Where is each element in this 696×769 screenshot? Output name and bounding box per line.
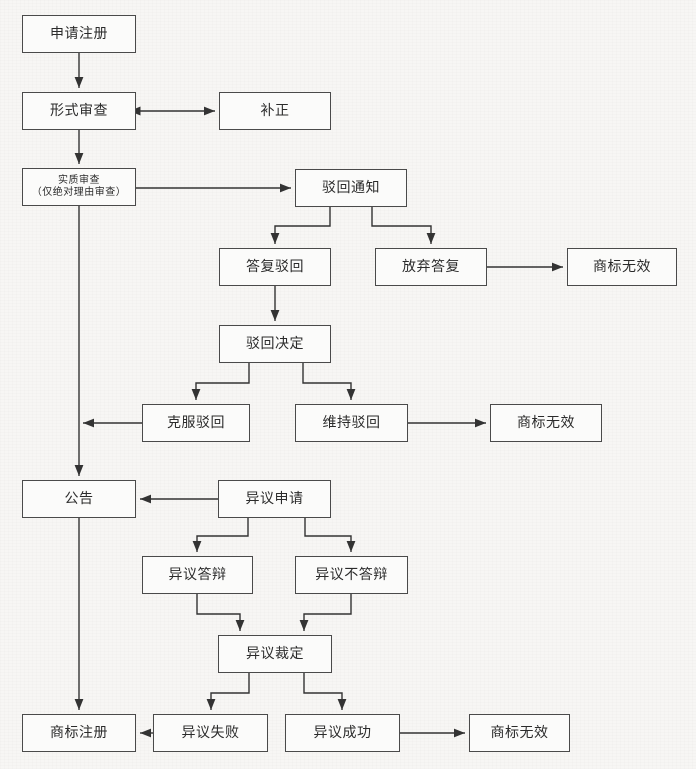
flow-node-register[interactable]: 商标注册 [22,714,136,752]
flow-node-opposition[interactable]: 异议申请 [218,480,331,518]
flow-node-invalid_2[interactable]: 商标无效 [490,404,602,442]
flow-node-maintain[interactable]: 维持驳回 [295,404,408,442]
flow-edge [192,518,249,552]
flow-node-opp_success[interactable]: 异议成功 [285,714,400,752]
flow-node-substantive[interactable]: 实质审查 （仅绝对理由审查） [22,168,136,206]
flow-edge [302,363,356,400]
flow-edge [191,363,250,400]
flow-edge [303,673,347,710]
flow-node-formal[interactable]: 形式审查 [22,92,136,130]
flow-node-announce[interactable]: 公告 [22,480,136,518]
flow-edge [371,207,436,244]
flow-node-invalid_1[interactable]: 商标无效 [567,248,677,286]
flow-node-opp_reply[interactable]: 异议答辩 [142,556,253,594]
flow-edge [206,673,250,710]
flow-node-opp_ruling[interactable]: 异议裁定 [218,635,332,673]
flow-node-apply[interactable]: 申请注册 [22,15,136,53]
flow-edge [196,594,245,631]
flow-node-reject_dec[interactable]: 驳回决定 [219,325,331,363]
flow-node-invalid_3[interactable]: 商标无效 [469,714,570,752]
flow-node-reject_note[interactable]: 驳回通知 [295,169,407,207]
flow-node-overcome[interactable]: 克服驳回 [142,404,250,442]
flow-edge [299,594,352,631]
flow-edge [304,518,356,552]
flow-node-amend[interactable]: 补正 [219,92,331,130]
flow-node-opp_noreply[interactable]: 异议不答辩 [295,556,408,594]
flow-node-opp_fail[interactable]: 异议失败 [153,714,268,752]
flow-edge [270,207,331,244]
flow-node-reply_reject[interactable]: 答复驳回 [219,248,331,286]
flow-node-give_up[interactable]: 放弃答复 [375,248,487,286]
